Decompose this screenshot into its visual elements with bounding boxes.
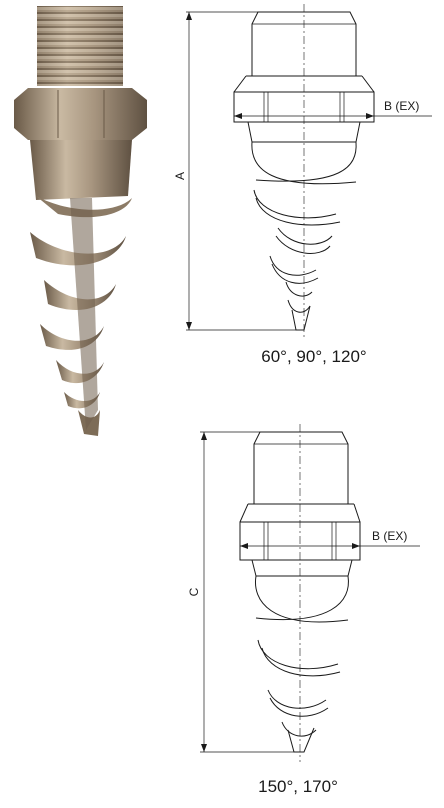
dim-a-label: A	[173, 172, 187, 180]
nozzle-photo	[14, 6, 147, 436]
photo-body	[30, 140, 132, 200]
bottom-spiral	[254, 575, 349, 753]
drawing-bottom: C B (EX) 150°, 170°	[187, 424, 420, 796]
bottom-dim-height: C	[187, 431, 294, 753]
bottom-dim-hex: B (EX)	[240, 529, 420, 549]
top-dim-height: A	[173, 11, 296, 331]
dim-c-label: C	[187, 587, 201, 596]
photo-hex	[14, 88, 147, 140]
bottom-angles-label: 150°, 170°	[258, 777, 338, 796]
photo-spiral	[30, 232, 126, 266]
drawing-top: A B (EX) 60°, 90°, 120°	[173, 4, 432, 366]
bottom-thread-cap	[253, 431, 349, 505]
top-angles-label: 60°, 90°, 120°	[261, 347, 366, 366]
top-spiral	[251, 141, 357, 331]
dim-b-label-top: B (EX)	[384, 99, 419, 113]
top-dim-hex: B (EX)	[234, 99, 432, 119]
dim-b-label-bottom: B (EX)	[372, 529, 407, 543]
